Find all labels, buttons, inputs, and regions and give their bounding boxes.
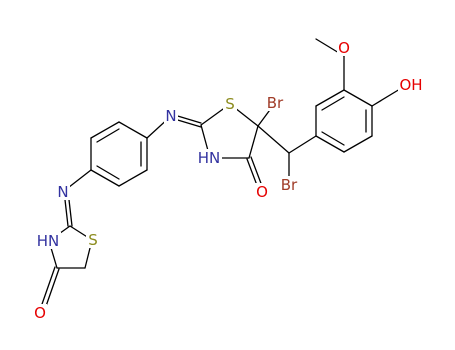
atom-br-benzylic: Br [281, 176, 298, 194]
atom-o-carbonyl-upper: O [256, 183, 268, 201]
atom-s-lower: S [88, 231, 98, 249]
atom-nh-lower: HN [37, 232, 60, 250]
bond-upper-c5-c4 [248, 125, 259, 159]
atom-nh-upper: HN [198, 149, 221, 167]
bond-phenylene-inner-a [96, 128, 120, 143]
atom-oh-phenol: OH [399, 76, 422, 94]
atom-n-imine-upper: N [165, 107, 176, 125]
bond-phenylene-3 [118, 121, 148, 139]
bond-layer [40, 38, 401, 310]
bond-lower-carbonyl-b [44, 268, 60, 310]
bond-phenylene-inner-c [96, 165, 120, 180]
bond-aryl-oh [371, 88, 401, 107]
bond-aryl-inner-c [321, 131, 345, 146]
bond-phenylene-5 [118, 169, 148, 187]
bond-lower-carbonyl-a [40, 266, 56, 308]
bond-aryl-5 [343, 135, 373, 153]
bond-aryl-inner-a [321, 96, 345, 111]
atom-o-carbonyl-lower: O [34, 304, 46, 322]
bond-benzylic-aryl [288, 135, 317, 154]
atom-labels: N S Br HN O Br O OH N HN S O [33, 39, 424, 322]
bond-phenylene-6 [90, 169, 120, 187]
bond-c5-benzylic [257, 125, 290, 154]
atom-br-quaternary: Br [267, 94, 284, 112]
bond-aryl-2 [315, 89, 345, 107]
bond-aryl-6 [315, 135, 345, 153]
atom-s-upper: S [225, 95, 235, 113]
bond-phenylene-2 [90, 121, 120, 139]
bond-upper-carbonyl-b [250, 156, 263, 187]
atom-o-methoxy: O [338, 39, 350, 57]
atom-n-imine-lower: N [57, 183, 68, 201]
bond-aryl-3 [343, 89, 373, 107]
